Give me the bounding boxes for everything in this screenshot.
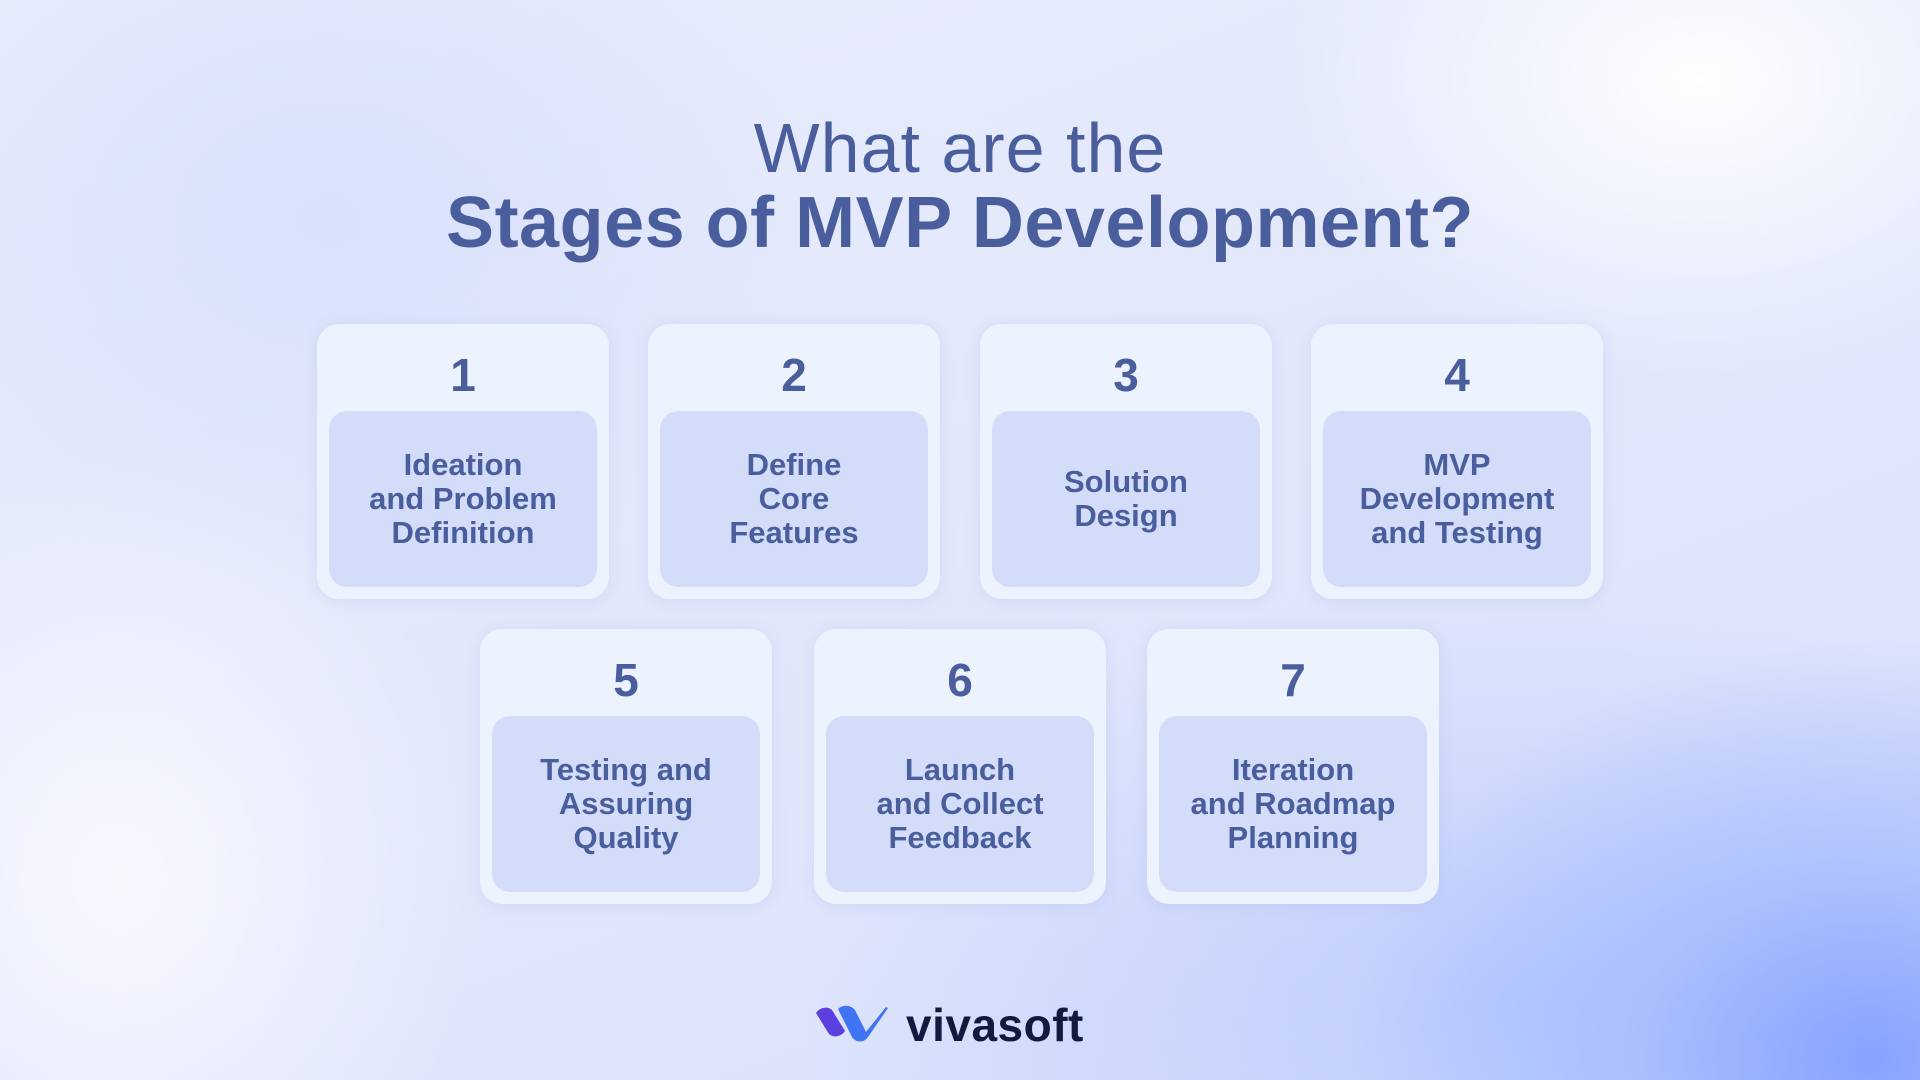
stage-number: 1 xyxy=(450,349,476,401)
stage-card-6: 6 Launch and Collect Feedback xyxy=(814,629,1106,904)
stage-number: 4 xyxy=(1444,349,1470,401)
stage-card-5: 5 Testing and Assuring Quality xyxy=(480,629,772,904)
brand-name: vivasoft xyxy=(906,999,1084,1051)
brand-logo: vivasoft xyxy=(814,999,1084,1051)
stage-label: Define Core Features xyxy=(729,447,859,550)
stage-card-2: 2 Define Core Features xyxy=(648,324,940,599)
stage-card-7: 7 Iteration and Roadmap Planning xyxy=(1147,629,1439,904)
stage-label: Solution Design xyxy=(1064,464,1188,533)
stage-card-4: 4 MVP Development and Testing xyxy=(1311,324,1603,599)
stage-number: 3 xyxy=(1113,349,1139,401)
stage-label-box: MVP Development and Testing xyxy=(1323,411,1591,587)
stage-number: 5 xyxy=(613,654,639,706)
stage-label-box: Testing and Assuring Quality xyxy=(492,716,760,892)
stage-card-3: 3 Solution Design xyxy=(980,324,1272,599)
stage-label: Testing and Assuring Quality xyxy=(540,752,712,855)
stage-label: Ideation and Problem Definition xyxy=(369,447,557,550)
stage-label-box: Iteration and Roadmap Planning xyxy=(1159,716,1427,892)
stage-label: Launch and Collect Feedback xyxy=(876,752,1044,855)
stage-label-box: Launch and Collect Feedback xyxy=(826,716,1094,892)
stage-number: 6 xyxy=(947,654,973,706)
stage-card-1: 1 Ideation and Problem Definition xyxy=(317,324,609,599)
stage-label: MVP Development and Testing xyxy=(1359,447,1555,550)
vivasoft-v-logo-icon xyxy=(814,1001,892,1050)
stage-label-box: Solution Design xyxy=(992,411,1260,587)
stage-number: 2 xyxy=(781,349,807,401)
title-line-2: Stages of MVP Development? xyxy=(446,183,1474,263)
stage-label-box: Define Core Features xyxy=(660,411,928,587)
stage-label-box: Ideation and Problem Definition xyxy=(329,411,597,587)
stage-label: Iteration and Roadmap Planning xyxy=(1190,752,1396,855)
title-line-1: What are the xyxy=(753,109,1167,187)
stage-number: 7 xyxy=(1280,654,1306,706)
